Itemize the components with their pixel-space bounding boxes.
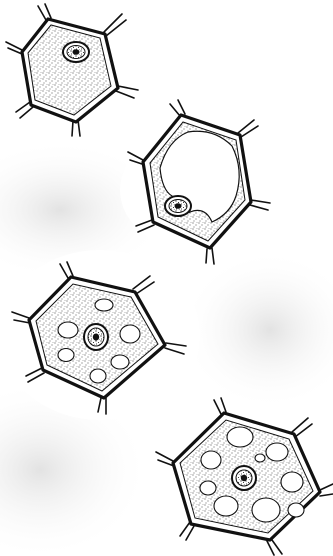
- cell-dense-cytoplasm: [6, 4, 138, 136]
- nucleus: [165, 196, 191, 216]
- nucleus: [63, 42, 89, 62]
- nucleus: [84, 324, 108, 350]
- nucleus: [232, 466, 256, 490]
